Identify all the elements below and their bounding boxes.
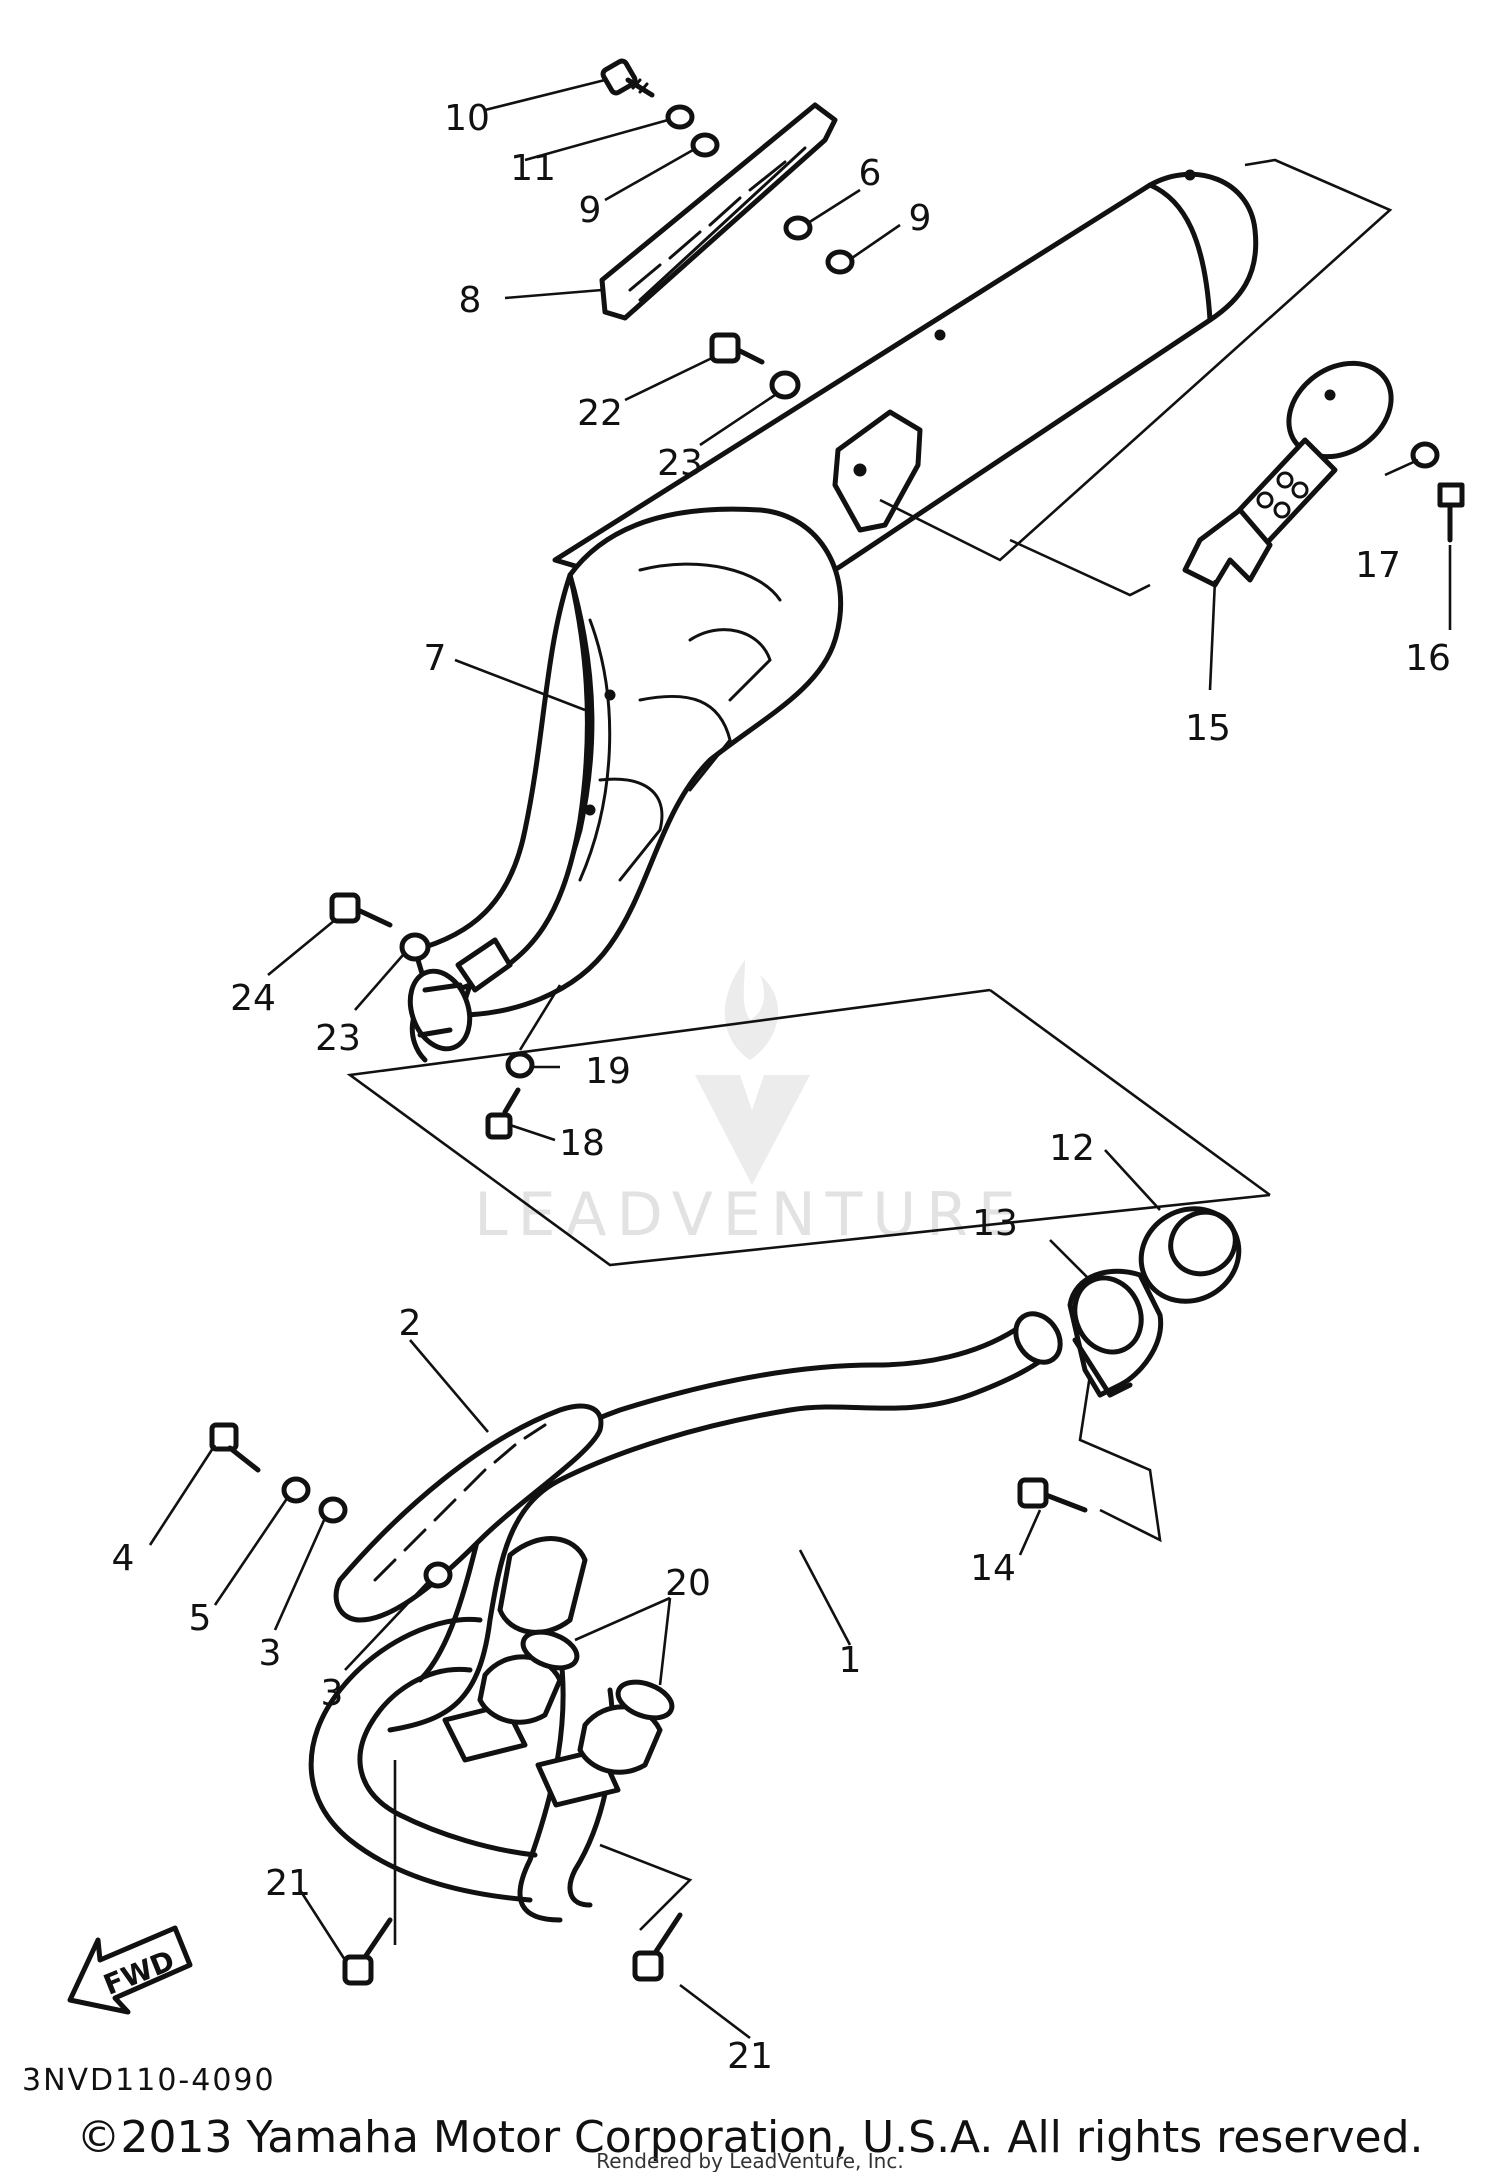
screw-16 [1437, 482, 1465, 543]
gasket-20-left [520, 1629, 580, 1671]
callout-20: 20 [665, 1563, 711, 1604]
callout-labels: 10 11 9 6 9 8 22 23 7 17 16 15 24 23 19 … [112, 98, 1451, 2077]
protector-2 [333, 1403, 604, 1623]
protector-8 [599, 102, 838, 321]
bolt-24 [329, 892, 393, 928]
callout-17: 17 [1355, 545, 1401, 586]
callout-18: 18 [559, 1123, 605, 1164]
collar-3-lower [423, 1561, 453, 1589]
nut-9 [825, 249, 855, 275]
gasket-12 [1138, 1206, 1242, 1304]
forward-arrow-icon: FWD [67, 1925, 193, 2015]
callout-3-upper: 3 [259, 1633, 282, 1674]
callout-12: 12 [1049, 1128, 1095, 1169]
leadventure-watermark: LEADVENTURE [474, 960, 1026, 1250]
spark-arrester-15 [1182, 360, 1394, 588]
leader-lines [148, 78, 1452, 2040]
callout-16: 16 [1405, 638, 1451, 679]
washer-23-lower [399, 932, 431, 962]
clamp-13 [1067, 1268, 1164, 1398]
callout-13: 13 [972, 1203, 1018, 1244]
callout-21-left: 21 [265, 1863, 311, 1904]
callout-24: 24 [230, 978, 276, 1019]
callout-4: 4 [112, 1538, 135, 1579]
callout-11: 11 [510, 148, 556, 189]
screw-4 [209, 1422, 261, 1473]
muffler-assembly [407, 169, 1259, 1063]
bolt-22 [709, 332, 765, 365]
washer-11 [665, 104, 695, 130]
callout-1: 1 [839, 1640, 862, 1681]
screw-18 [485, 1087, 521, 1140]
nut-6 [783, 215, 813, 241]
rendered-by-notice: Rendered by LeadVenture, Inc. [596, 2149, 903, 2172]
callout-6: 6 [859, 153, 882, 194]
callout-8: 8 [459, 280, 482, 321]
callout-15: 15 [1185, 708, 1231, 749]
callout-7: 7 [424, 638, 447, 679]
washer-23-upper [769, 370, 801, 400]
callout-2: 2 [399, 1303, 422, 1344]
callout-10: 10 [444, 98, 490, 139]
watermark-v-icon [695, 1075, 810, 1185]
callout-5: 5 [189, 1598, 212, 1639]
callout-21-right: 21 [727, 2036, 773, 2077]
callout-22: 22 [577, 393, 623, 434]
nut-17 [1410, 441, 1440, 469]
callout-3-lower: 3 [321, 1673, 344, 1714]
callout-23-upper: 23 [657, 443, 703, 484]
callout-9: 9 [909, 198, 932, 239]
bolt-10 [600, 58, 655, 98]
exhaust-pipe-1 [308, 1311, 1063, 1923]
washer-19 [505, 1051, 535, 1079]
group-brackets [346, 158, 1393, 1931]
callout-9-top: 9 [579, 190, 602, 231]
part-code: 3NVD110-4090 [22, 2063, 276, 2098]
washer-5 [281, 1476, 311, 1504]
copyright-notice: ©2013 Yamaha Motor Corporation, U.S.A. A… [77, 2112, 1424, 2163]
watermark-flame-icon [724, 960, 779, 1060]
watermark-text: LEADVENTURE [474, 1180, 1026, 1250]
callout-19: 19 [585, 1051, 631, 1092]
bolt-21-right [632, 1912, 683, 1982]
bolt-21-left [342, 1917, 393, 1986]
bolt-14 [1017, 1477, 1088, 1513]
nut-9-top [690, 132, 720, 158]
gasket-20-right [615, 1679, 675, 1721]
callout-23-lower: 23 [315, 1018, 361, 1059]
callout-14: 14 [970, 1548, 1016, 1589]
collar-3-upper [318, 1496, 348, 1524]
